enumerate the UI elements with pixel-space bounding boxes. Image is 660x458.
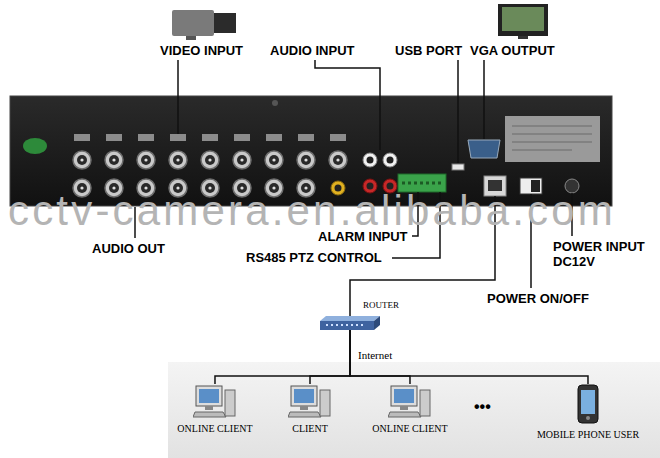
pc-stand <box>205 406 213 410</box>
bnc-connector <box>265 151 283 169</box>
pc-keyboard <box>388 412 421 417</box>
network-link <box>310 330 350 384</box>
pc-keyboard <box>288 412 321 417</box>
usb-port <box>452 164 464 170</box>
bnc-connector <box>169 151 187 169</box>
callout-label: AUDIO INPUT <box>270 44 355 59</box>
pc-stand <box>300 406 308 410</box>
pc-icon <box>193 384 237 418</box>
bnc-connector <box>105 151 123 169</box>
camera-body <box>172 10 214 36</box>
monitor-stand <box>518 36 528 39</box>
vga-port <box>468 140 500 158</box>
terminal-holes <box>402 182 442 185</box>
pc-monitor <box>391 386 417 406</box>
phone-button <box>586 416 590 420</box>
bnc-connector <box>329 151 347 169</box>
client-node: ONLINE CLIENT <box>177 384 252 435</box>
node-label: MOBILE PHONE USER <box>537 429 639 441</box>
pc-screen <box>199 389 219 403</box>
pc-icon <box>288 384 332 418</box>
node-label: CLIENT <box>292 423 328 435</box>
bnc-connector <box>233 151 251 169</box>
network-link <box>215 330 350 384</box>
rca-jack <box>383 153 397 167</box>
pc-stand <box>400 406 408 410</box>
bnc-connector <box>73 151 91 169</box>
pc-tower <box>225 390 235 416</box>
pc-screen <box>294 389 314 403</box>
pc-icon <box>388 384 432 418</box>
network-link <box>350 330 588 384</box>
pc-screen <box>394 389 414 403</box>
pc-monitor <box>196 386 222 406</box>
camera-mount <box>186 36 196 40</box>
callout-label: POWER INPUT DC12V <box>553 240 653 270</box>
pc-tower <box>420 390 430 416</box>
callout-label: AUDIO OUT <box>92 242 165 257</box>
callout-label: VIDEO INPUT <box>160 44 243 59</box>
bnc-connector <box>297 151 315 169</box>
router-front <box>320 321 374 330</box>
leader-line <box>315 60 380 150</box>
rca-jack <box>363 153 377 167</box>
router-side <box>374 316 380 330</box>
node-label: ONLINE CLIENT <box>372 423 447 435</box>
port-tag <box>106 134 122 141</box>
phone-icon <box>577 384 599 424</box>
callout-label: RS485 PTZ CONTROL <box>246 251 382 266</box>
client-node: CLIENT <box>288 384 332 435</box>
camera-lens <box>214 13 236 33</box>
leader-line <box>483 60 485 139</box>
monitor-screen <box>502 7 544 31</box>
client-node: ONLINE CLIENT <box>372 384 447 435</box>
leader-line <box>457 60 459 163</box>
phone-screen <box>581 390 595 414</box>
leader-lines <box>135 60 572 316</box>
port-tag <box>202 134 218 141</box>
port-tag <box>234 134 250 141</box>
screw <box>272 100 278 106</box>
ellipsis-mark: ••• <box>474 398 491 416</box>
callout-label: POWER ON/OFF <box>487 292 589 307</box>
pc-keyboard <box>193 412 226 417</box>
port-tag <box>266 134 282 141</box>
caution-lines <box>512 126 592 150</box>
camera-icon <box>172 10 236 40</box>
port-tag <box>298 134 314 141</box>
monitor-frame <box>498 4 548 36</box>
phone-body <box>578 385 598 423</box>
router-icon <box>320 316 380 330</box>
callout-label: USB PORT <box>395 44 462 59</box>
port-tag <box>170 134 186 141</box>
bnc-connector <box>137 151 155 169</box>
network-label: Internet <box>358 349 392 362</box>
node-label: ROUTER <box>363 300 399 310</box>
bnc-connector <box>201 151 219 169</box>
sticker <box>23 138 47 154</box>
port-tag <box>138 134 154 141</box>
pc-monitor <box>291 386 317 406</box>
node-label: ONLINE CLIENT <box>177 423 252 435</box>
router-node: ROUTER <box>315 298 405 330</box>
callout-label: VGA OUTPUT <box>470 44 555 59</box>
monitor-icon <box>498 4 548 39</box>
callout-label: ALARM INPUT <box>318 230 408 245</box>
watermark: cctv-camera.en.alibaba.com <box>8 190 616 232</box>
port-tag <box>330 134 346 141</box>
caution-label <box>505 116 600 162</box>
phone-node: MOBILE PHONE USER <box>537 384 639 441</box>
port-tag <box>74 134 90 141</box>
router-lights <box>326 324 366 326</box>
pc-tower <box>320 390 330 416</box>
leader-line <box>177 60 179 134</box>
router-top <box>320 316 380 321</box>
